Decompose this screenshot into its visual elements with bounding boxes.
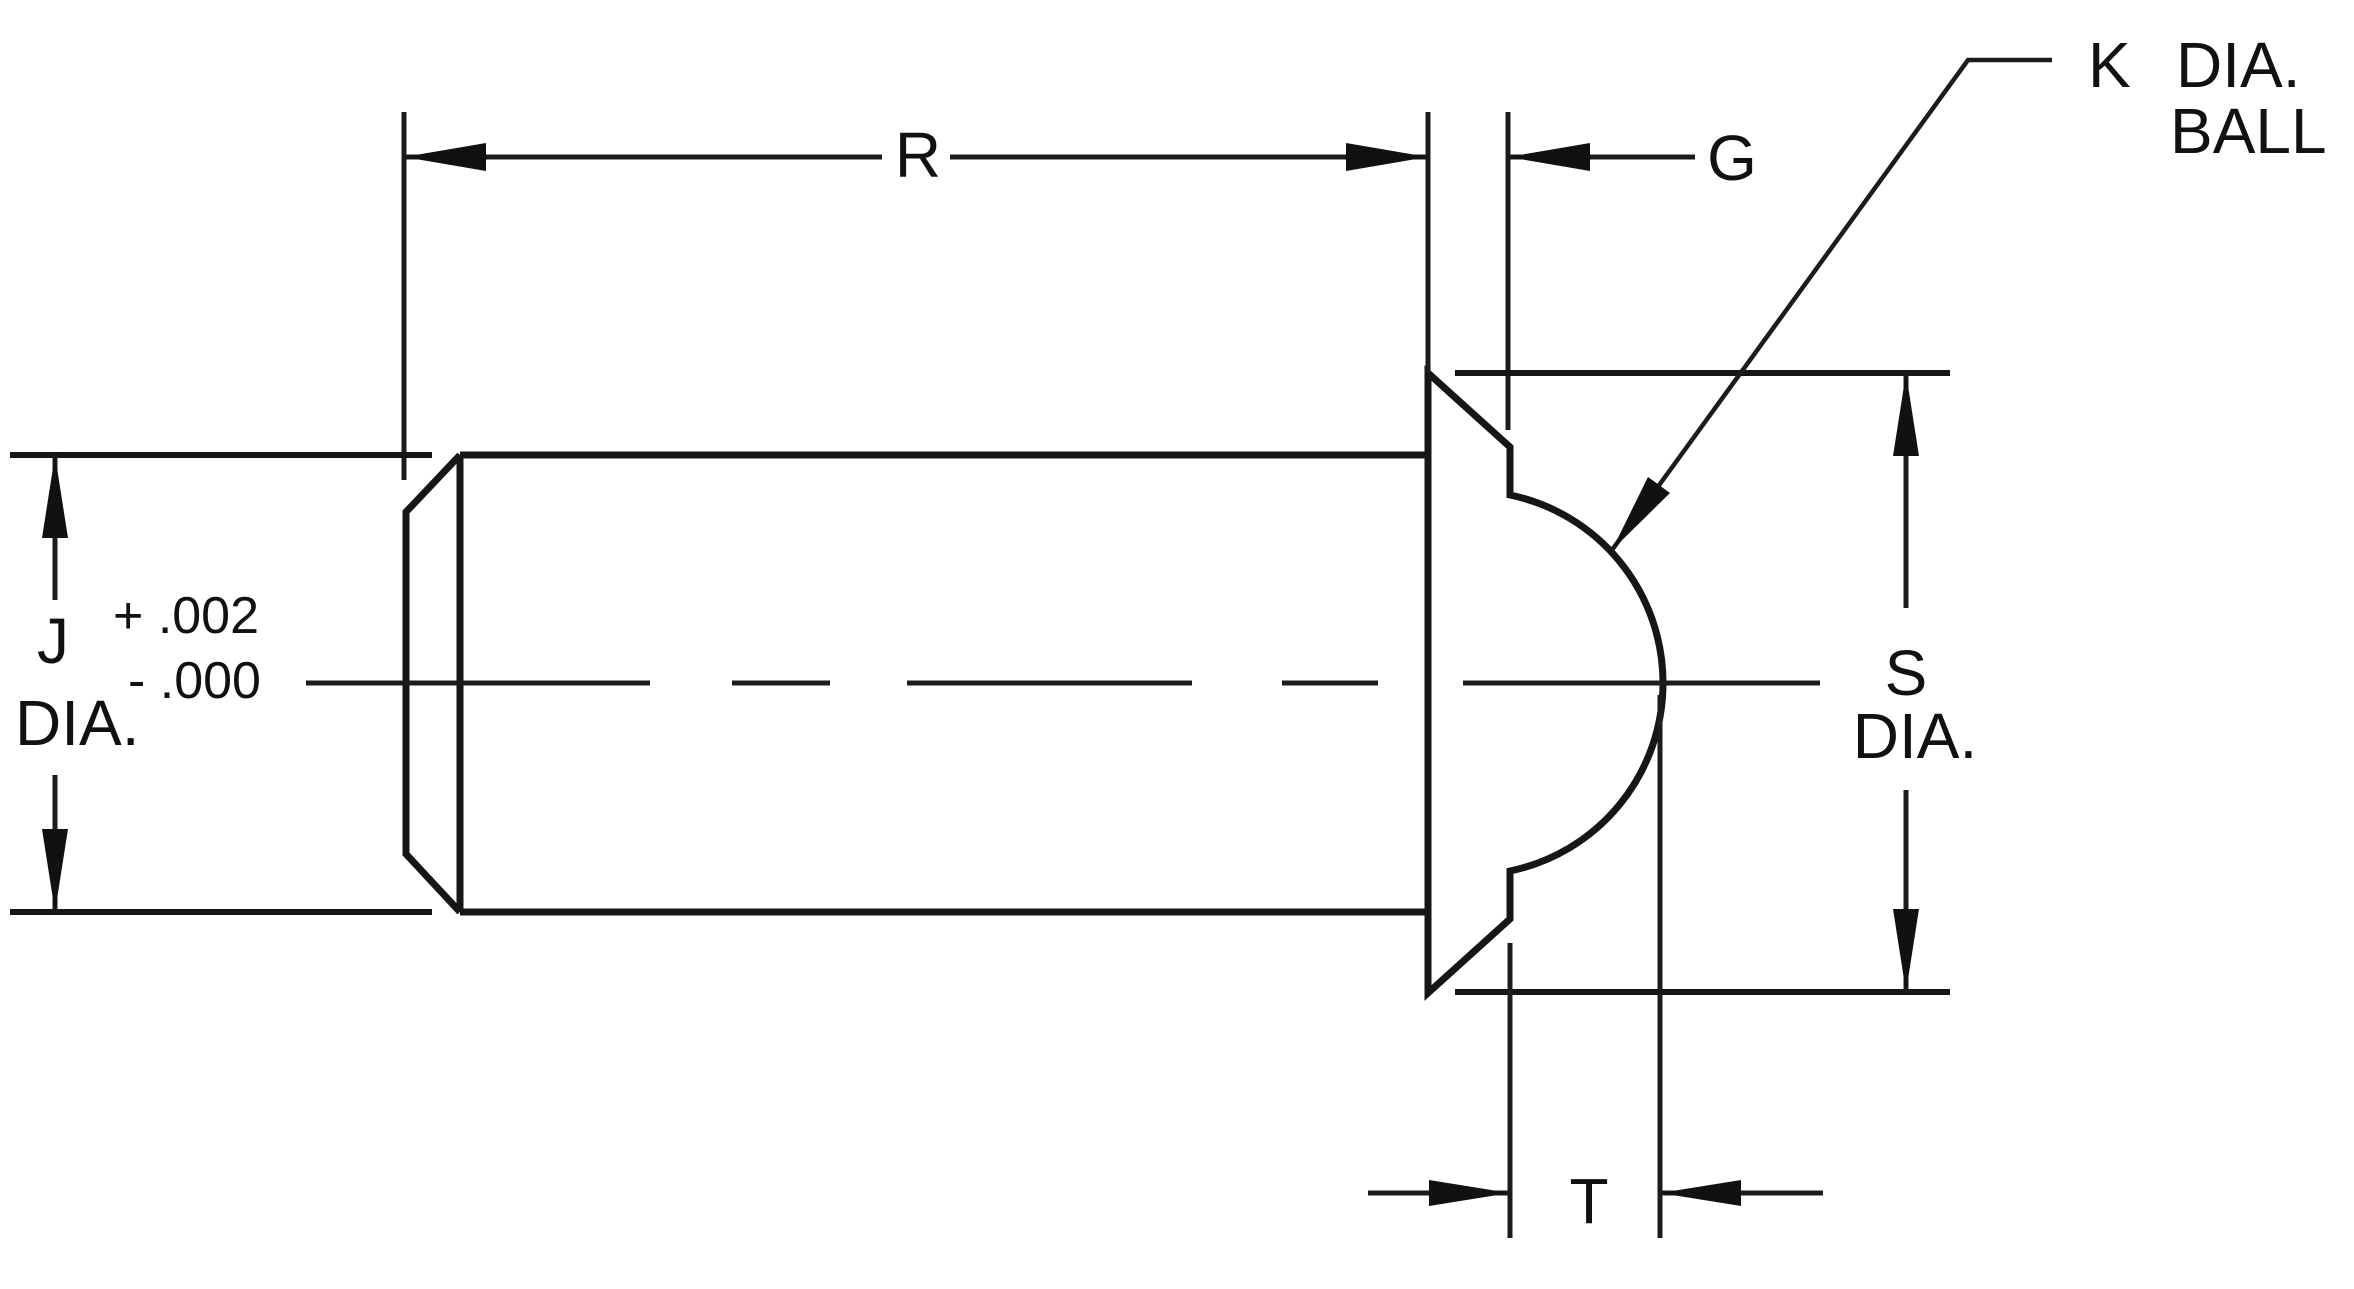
r-dimension-label: R [895,119,941,191]
t-right-arrowhead-icon [1429,1180,1510,1206]
k-dia-label: DIA. [2176,29,2300,101]
r-left-arrowhead-icon [404,143,486,171]
k-leader-arrowhead-icon [1612,477,1670,550]
j-down-arrowhead-icon [42,829,68,912]
t-left-arrowhead-icon [1660,1180,1741,1206]
j-dia-label: DIA. [15,687,139,759]
t-dimension-label: T [1569,1165,1608,1237]
head-outline [1424,365,1667,1001]
s-dimension-label: S [1885,637,1928,709]
s-dia-label: DIA. [1853,700,1977,772]
j-tolerance-minus-label: - .000 [128,652,261,710]
arrowheads [42,143,1919,1206]
k-dimension-label: K [2088,29,2131,101]
g-dimension-label: G [1707,122,1757,194]
j-dimension-label: J [37,605,69,677]
r-right-arrowhead-icon [1346,143,1428,171]
extension-lines [10,112,1950,1238]
s-up-arrowhead-icon [1893,373,1919,456]
k-ball-leader-line [1610,57,2052,552]
head-ball-outline [1424,365,1667,1001]
j-up-arrowhead-icon [42,455,68,538]
k-ball-label: BALL [2170,95,2327,167]
dimension-lines [52,57,2052,1196]
s-down-arrowhead-icon [1893,909,1919,992]
j-tolerance-plus-label: + .002 [113,587,259,645]
g-left-arrowhead-icon [1508,143,1590,171]
dimension-labels: R G J + .002 - .000 DIA. K DIA. BALL S D… [15,29,2327,1237]
